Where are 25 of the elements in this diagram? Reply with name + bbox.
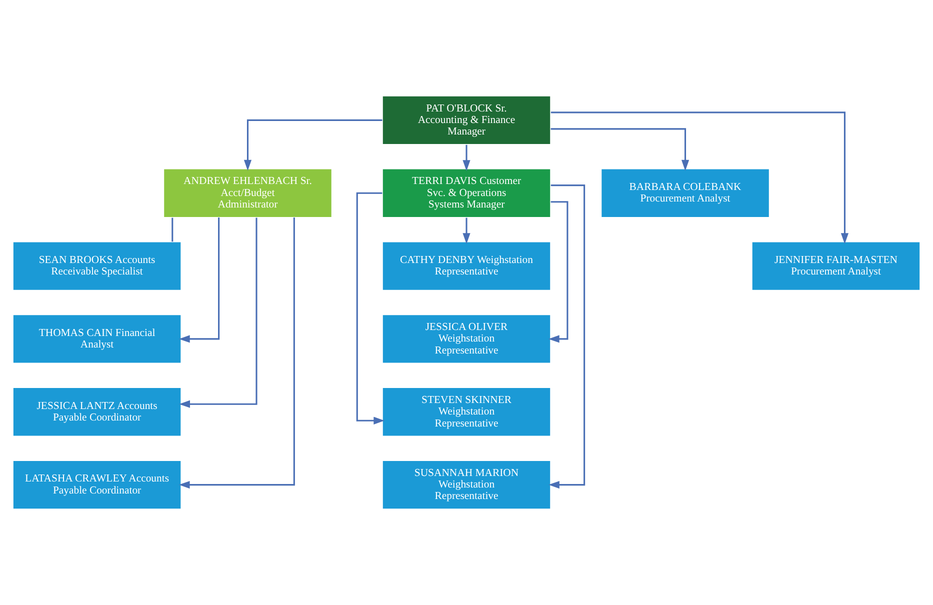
node-box: JESSICA LANTZ Accounts Payable Coordinator	[12, 387, 182, 437]
arrow	[179, 218, 258, 408]
arrow	[462, 218, 470, 244]
arrow	[462, 144, 470, 172]
node-box: CATHY DENBY Weighstation Representative	[382, 241, 552, 291]
node-box: LATASHA CRAWLEY Accounts Payable Coordinator	[12, 460, 182, 510]
connector	[172, 218, 174, 242]
node-box: THOMAS CAIN Financial Analyst	[12, 314, 182, 364]
arrow	[548, 201, 568, 343]
node-box: PAT O'BLOCK Sr. Accounting & Finance Manager	[382, 95, 552, 145]
arrow	[550, 112, 849, 244]
node-box: BARBARA COLEBANK Procurement Analyst	[600, 168, 770, 218]
arrow	[356, 192, 385, 424]
node-box: STEVEN SKINNER Weighstation Representative	[382, 387, 552, 437]
node-box: SUSANNAH MARION Weighstation Representative	[382, 460, 552, 510]
node-box: ANDREW EHLENBACH Sr. Acct/Budget Administrator	[163, 168, 332, 218]
node-box: SEAN BROOKS Accounts Receivable Specialist	[12, 241, 182, 291]
node-box: TERRI DAVIS Customer Svc. & Operations Systems Manager	[382, 168, 552, 218]
arrow	[550, 128, 690, 171]
node-box: JENNIFER FAIR-MASTEN Procurement Analyst	[751, 241, 921, 291]
arrow	[178, 218, 220, 343]
node-box: JESSICA OLIVER Weighstation Representative	[382, 314, 552, 364]
arrow	[244, 119, 382, 171]
arrow	[178, 217, 295, 489]
arrow	[548, 184, 586, 489]
